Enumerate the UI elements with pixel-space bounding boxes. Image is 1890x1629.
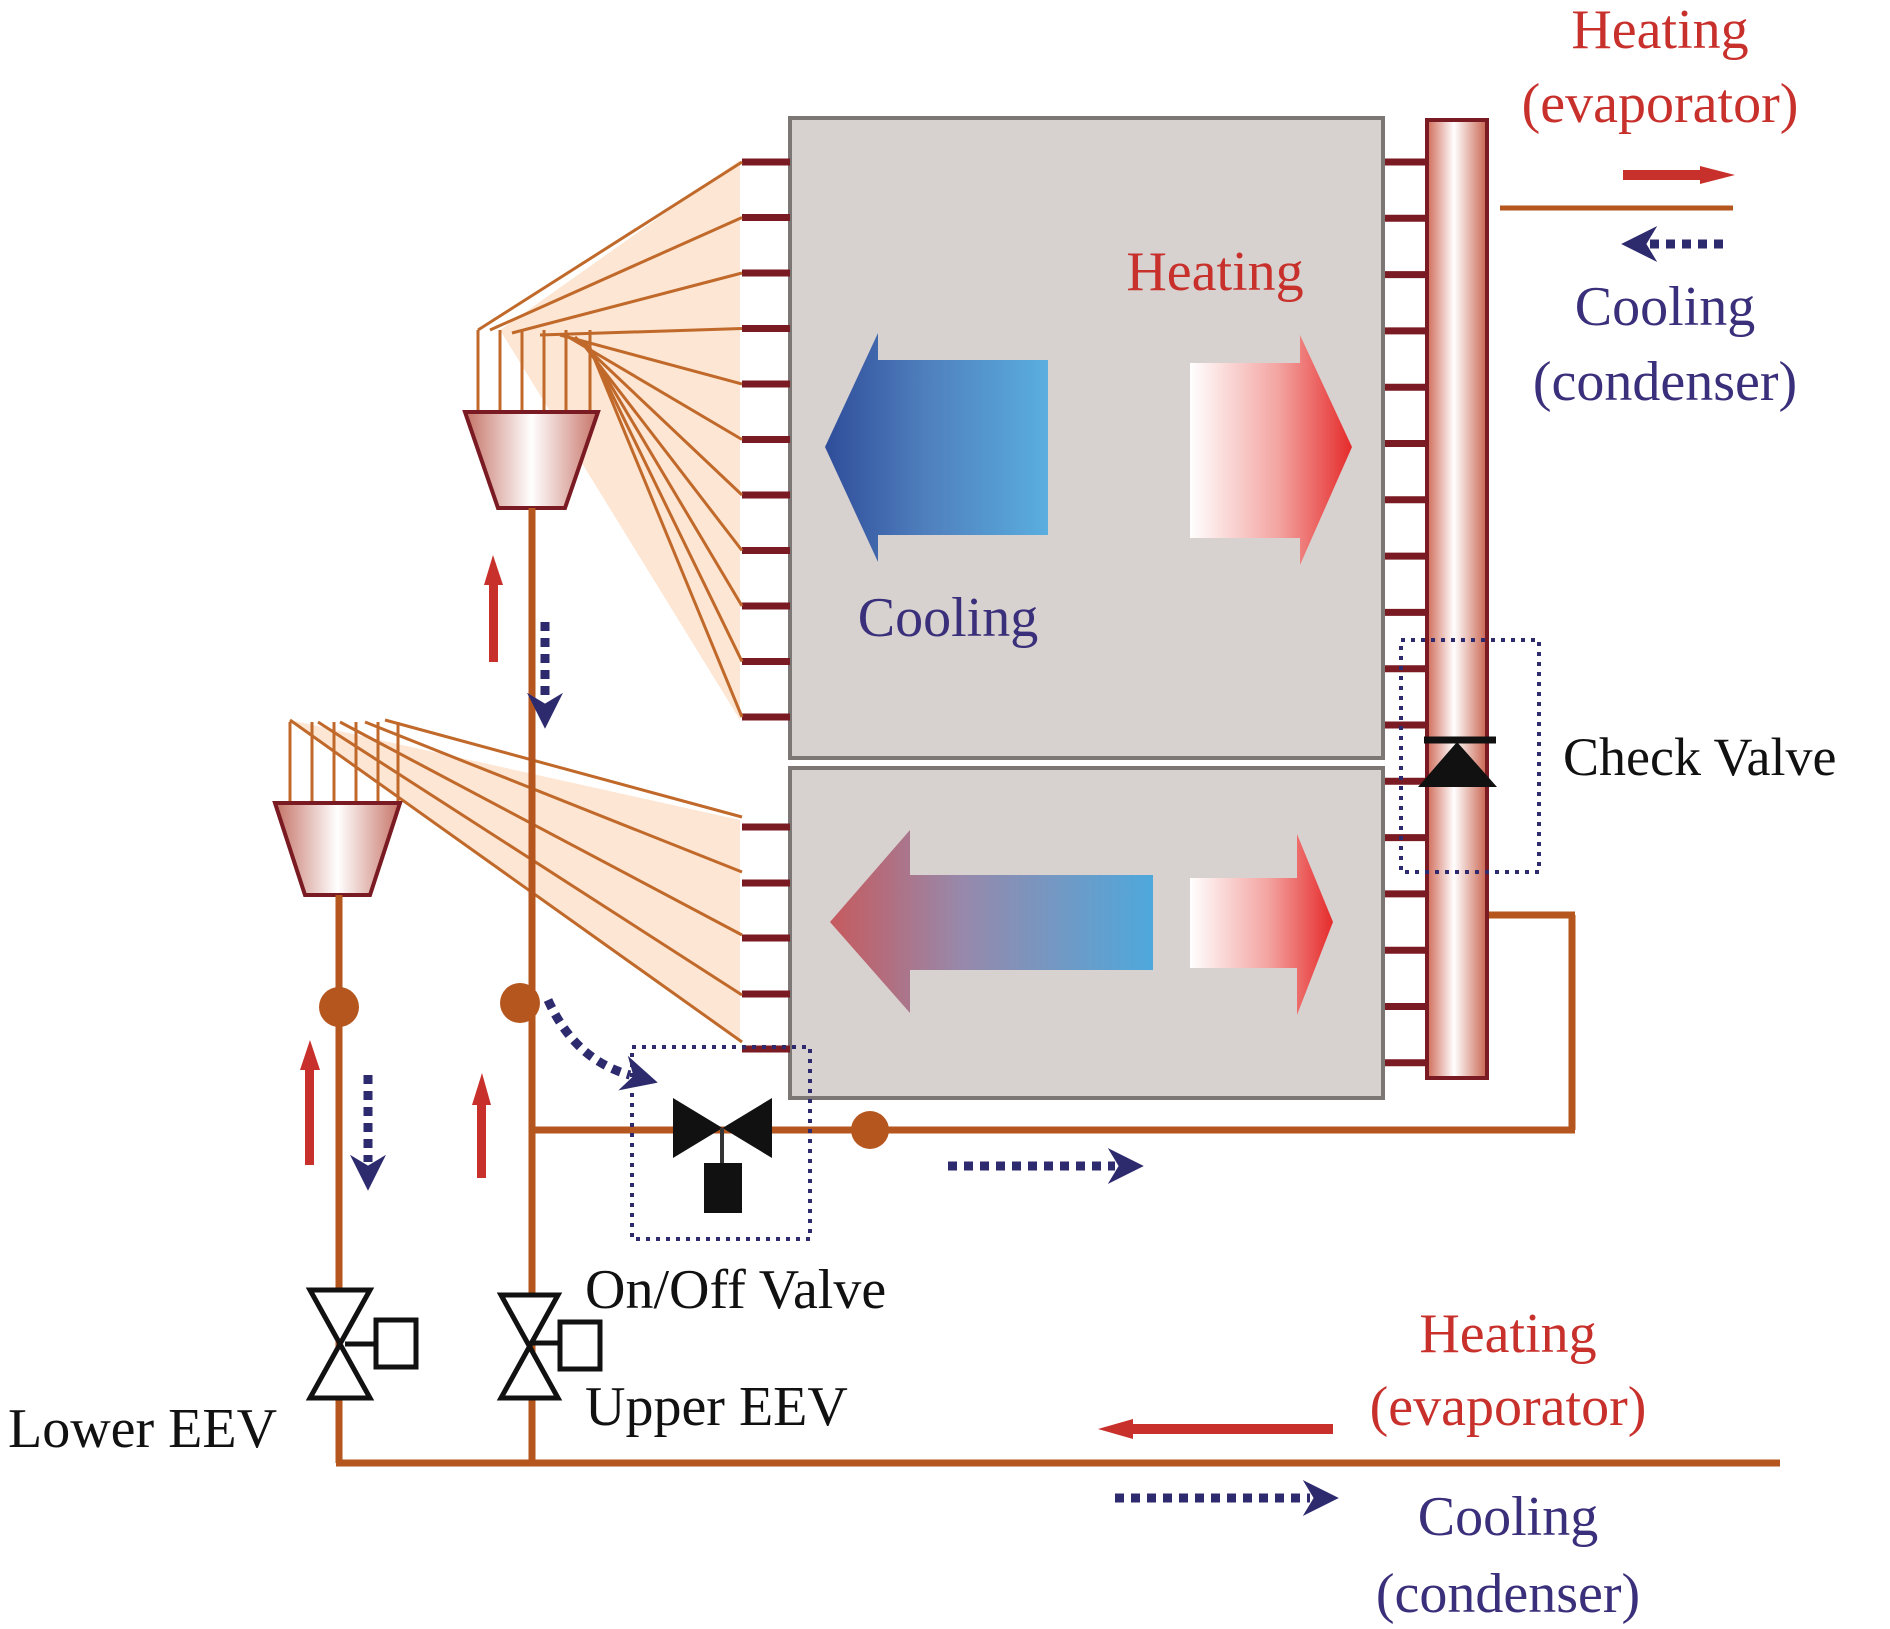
distributor-tube (578, 339, 744, 552)
check-valve-label: Check Valve (1563, 727, 1836, 787)
upper-left-tube-tabs (742, 158, 790, 721)
top-heating-label: Heating (1571, 0, 1748, 61)
top-cooling-label: Cooling (1575, 276, 1755, 338)
lower-sensor-dot (319, 987, 359, 1027)
upper-distributor-tubes (476, 160, 744, 718)
check-valve-icon (1399, 638, 1541, 874)
lower-eev-label: Lower EEV (8, 1398, 277, 1460)
upper-eev-icon (496, 1292, 603, 1401)
distributor-tube (384, 718, 743, 819)
distributor-tube (511, 271, 743, 335)
bottom-heating-sub-label: (evaporator) (1370, 1376, 1647, 1438)
hx-heating-label: Heating (1126, 241, 1303, 303)
hx-cooling-label: Cooling (858, 587, 1038, 649)
distributor-tube (289, 718, 743, 1044)
cooling-flow-arrows (350, 226, 1723, 1516)
distributor-tube (559, 333, 743, 386)
upper-distributor (462, 410, 601, 510)
cooling-arrow-upper (825, 333, 1048, 562)
upper-eev-label: Upper EEV (585, 1376, 848, 1438)
lower-distributor (272, 801, 403, 897)
top-heating-sub-label: (evaporator) (1522, 73, 1799, 135)
lower-left-tube-tabs (742, 823, 790, 1053)
distributor-tube (586, 344, 744, 663)
distributor-tube (564, 333, 743, 441)
lower-distributor-tubes (288, 718, 743, 1044)
distributor-tube (539, 327, 743, 337)
distributor-tube (583, 341, 744, 607)
upper-sensor-dot (500, 983, 540, 1023)
return-sensor-dot (851, 1111, 889, 1149)
bottom-cooling-sub-label: (condenser) (1376, 1563, 1640, 1625)
heating-flow-arrows (300, 166, 1735, 1439)
bottom-heating-label: Heating (1419, 1303, 1596, 1365)
distributor-tube (489, 216, 743, 332)
distributor-tube (364, 720, 743, 874)
top-cooling-sub-label: (condenser) (1533, 351, 1797, 413)
on-off-valve-label: On/Off Valve (585, 1259, 886, 1321)
on-off-valve-icon (630, 1045, 812, 1241)
distributor-tube (573, 335, 744, 497)
bottom-cooling-label: Cooling (1418, 1486, 1598, 1548)
heating-arrow-upper (1190, 335, 1352, 565)
distributor-tube (588, 347, 744, 718)
header-pipe (1425, 118, 1489, 1080)
mixed-arrow-lower (830, 830, 1153, 1013)
distributor-tube (477, 160, 743, 332)
distributor-tube (339, 720, 743, 937)
heating-arrow-lower (1190, 834, 1333, 1015)
lower-eev-icon (305, 1287, 419, 1401)
